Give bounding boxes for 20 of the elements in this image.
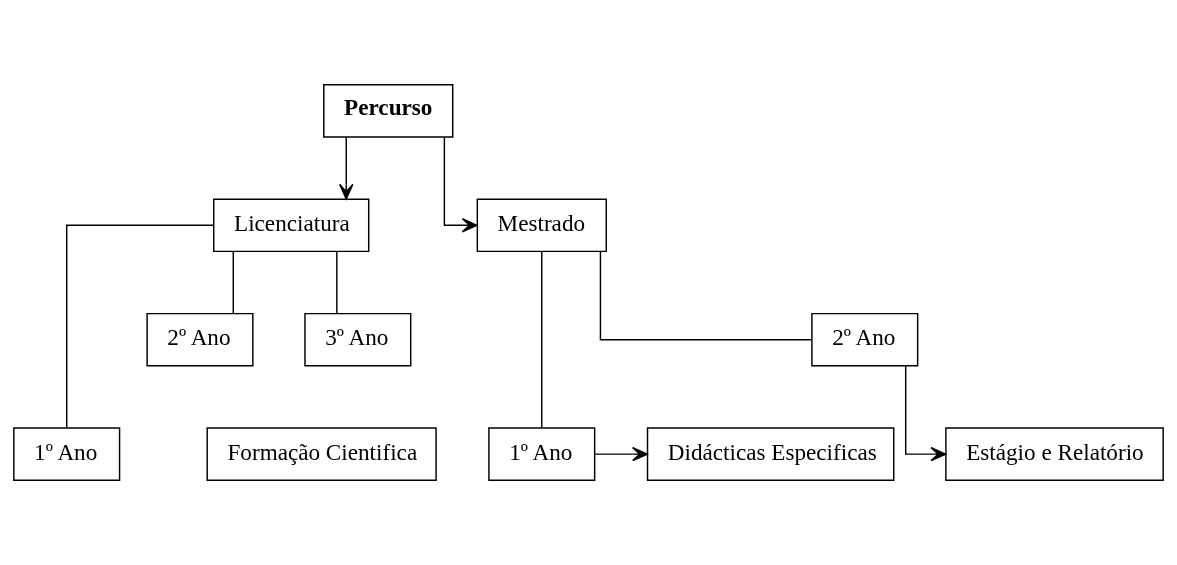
node-box: Didácticas Especificas — [646, 427, 895, 481]
connector — [232, 251, 234, 315]
arrow — [339, 136, 354, 200]
node-box: 2º Ano — [146, 312, 254, 367]
node-box: Mestrado — [476, 198, 607, 253]
arrow — [904, 365, 947, 462]
connector — [541, 250, 543, 429]
node-box: Licenciatura — [213, 198, 370, 253]
node-box: 3º Ano — [304, 312, 412, 367]
arrow — [594, 446, 648, 462]
arrow — [443, 136, 478, 233]
node-box: 1º Ano — [488, 427, 596, 481]
connector — [66, 224, 215, 429]
node-box: Formação Cientifica — [206, 427, 437, 481]
node-box: 2º Ano — [811, 312, 919, 367]
node-box: Percurso — [323, 84, 454, 138]
node-box: Estágio e Relatório — [945, 427, 1164, 481]
connector — [599, 251, 812, 341]
connector — [336, 251, 338, 315]
node-box: 1º Ano — [13, 427, 121, 481]
